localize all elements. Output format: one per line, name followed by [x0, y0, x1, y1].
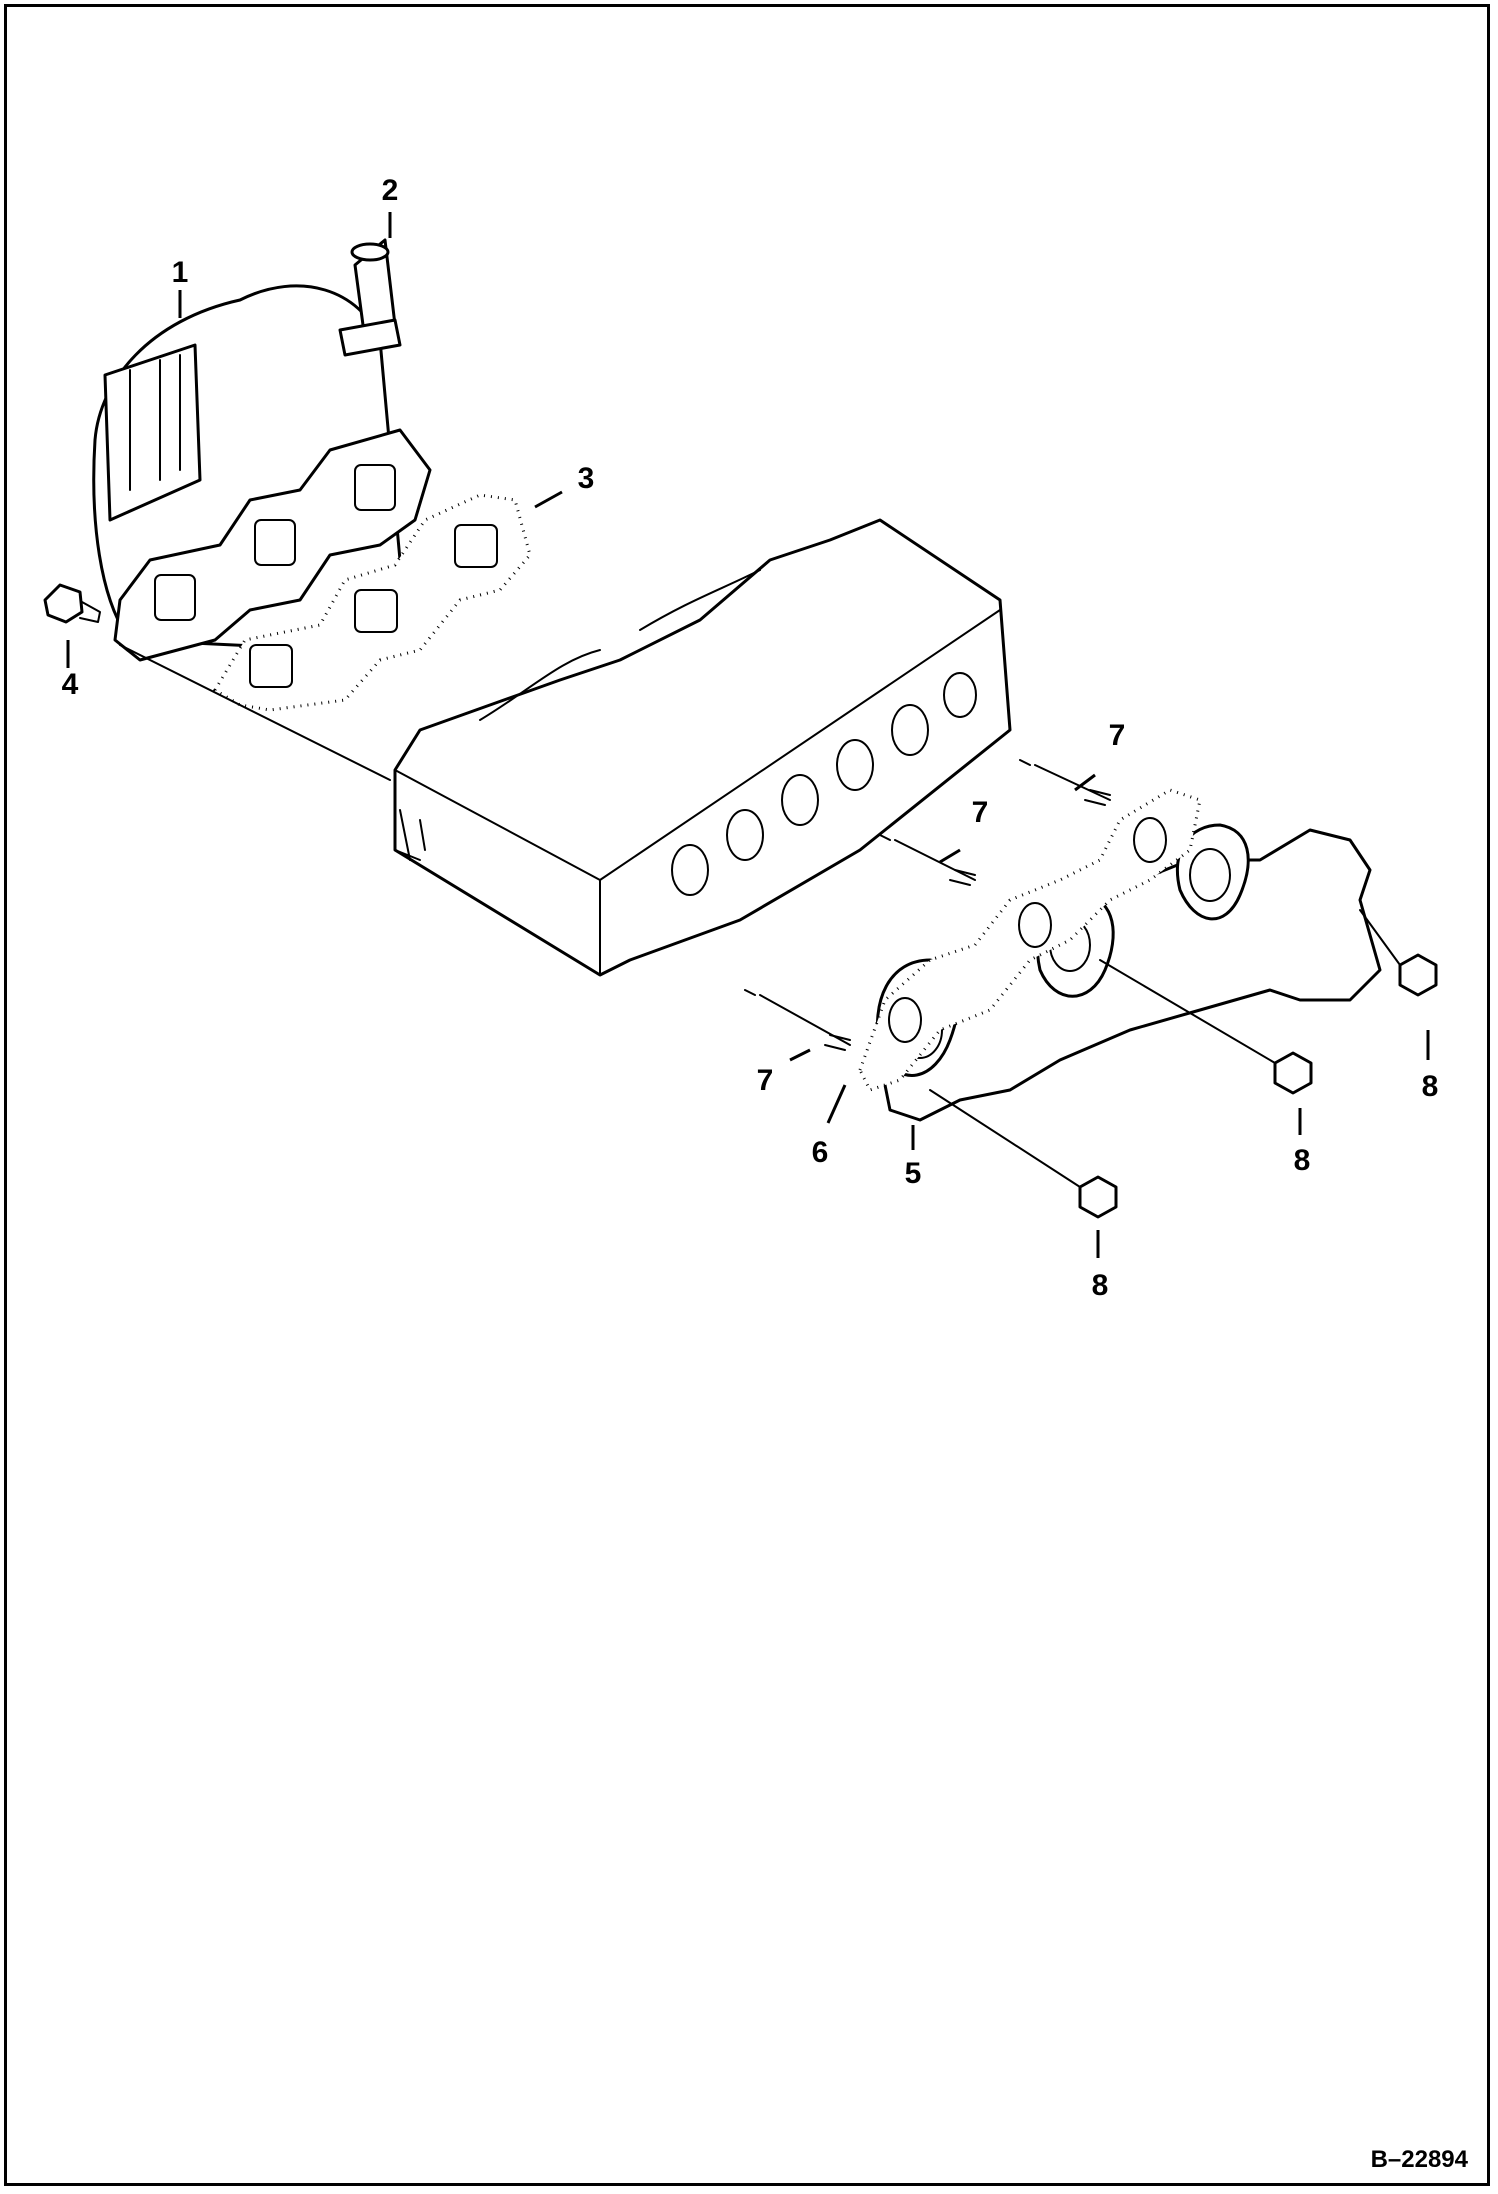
callout-8-lower: 8 — [1092, 1269, 1109, 1302]
callout-6: 6 — [812, 1136, 829, 1169]
callout-2: 2 — [382, 174, 399, 207]
callout-8-middle: 8 — [1294, 1144, 1311, 1177]
callout-3: 3 — [578, 462, 595, 495]
cylinder-head — [393, 518, 1012, 977]
intake-manifold — [92, 284, 432, 662]
callout-8-right: 8 — [1422, 1070, 1439, 1103]
pipe-fitting — [338, 238, 402, 357]
leader-lines — [66, 212, 1430, 1258]
callout-7-lower: 7 — [757, 1064, 774, 1097]
nuts — [1078, 953, 1438, 1219]
bolt — [43, 583, 101, 624]
callout-labels: 1 2 3 4 5 6 7 7 7 8 8 8 — [62, 174, 1439, 1302]
figure-reference: B–22894 — [1371, 2146, 1469, 2173]
exhaust-gasket — [858, 788, 1202, 1092]
alignment-lines — [119, 644, 1401, 1188]
intake-gasket — [212, 493, 532, 712]
callout-1: 1 — [172, 256, 189, 289]
callout-7-upper: 7 — [1109, 719, 1126, 752]
callout-4: 4 — [62, 668, 79, 701]
callout-5: 5 — [905, 1157, 922, 1190]
studs — [744, 759, 1111, 1051]
drawing-frame — [4, 4, 1490, 2186]
callout-7-middle: 7 — [972, 796, 989, 829]
